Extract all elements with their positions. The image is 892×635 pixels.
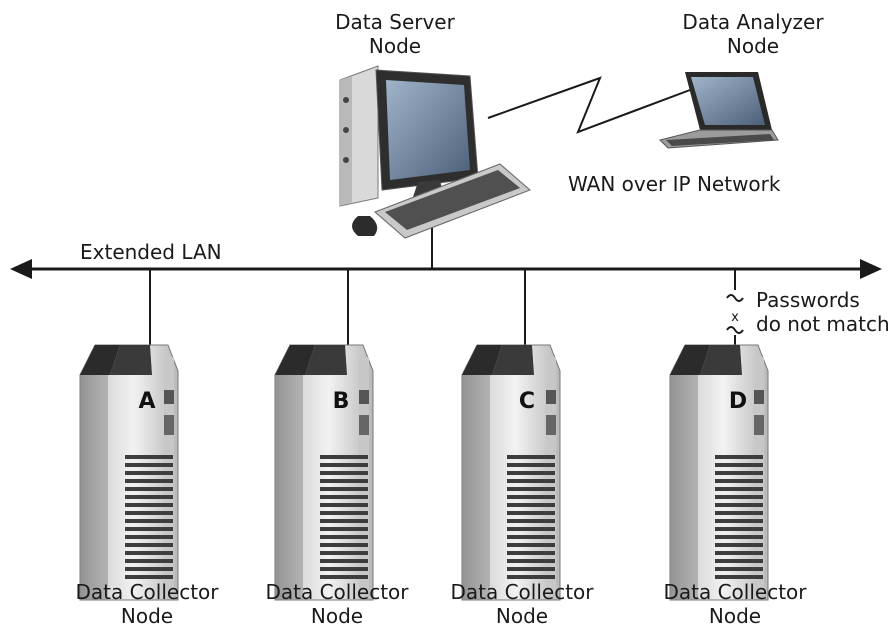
server-node-label-line2: Node (368, 34, 422, 58)
collector-a-label-line1: Data Collector (75, 580, 219, 604)
collector-b-label: Data Collector Node (252, 580, 422, 628)
collector-c-server-icon (461, 344, 561, 601)
collector-c-label-line2: Node (495, 604, 549, 628)
server-node-label-line1: Data Server (335, 10, 455, 34)
collector-c-label-line1: Data Collector (450, 580, 594, 604)
break-tilde-upper-icon (726, 294, 744, 302)
collector-c-letter: C (519, 389, 535, 414)
break-mark: x (731, 310, 739, 325)
password-note-line2: do not match (756, 312, 890, 336)
analyzer-node-label: Data Analyzer Node (668, 10, 838, 58)
collector-b-label-line2: Node (310, 604, 364, 628)
collector-a-server-icon (79, 344, 179, 601)
collector-d-label: Data Collector Node (650, 580, 820, 628)
collector-a-label: Data Collector Node (62, 580, 232, 628)
lan-label: Extended LAN (80, 240, 222, 264)
collector-d-label-line1: Data Collector (663, 580, 807, 604)
collector-d-label-line2: Node (708, 604, 762, 628)
lan-arrow-right-icon (860, 259, 882, 279)
collector-a-label-line2: Node (120, 604, 174, 628)
wan-link-line (487, 76, 691, 134)
password-mismatch-note: Passwords do not match (756, 288, 890, 336)
server-computer-icon (339, 65, 531, 239)
collector-b-server-icon (274, 344, 374, 601)
lan-arrow-left-icon (10, 259, 32, 279)
collector-d-letter: D (729, 389, 747, 414)
analyzer-node-label-line2: Node (726, 34, 780, 58)
break-tilde-lower-icon (726, 326, 744, 334)
collector-a-letter: A (138, 389, 155, 414)
server-node-label: Data Server Node (330, 10, 460, 58)
collector-b-label-line1: Data Collector (265, 580, 409, 604)
analyzer-laptop-icon (659, 72, 779, 149)
wan-label: WAN over IP Network (568, 172, 781, 196)
password-note-line1: Passwords (756, 288, 860, 312)
collector-d-server-icon (669, 344, 769, 601)
collector-c-label: Data Collector Node (437, 580, 607, 628)
collector-b-letter: B (333, 389, 350, 414)
analyzer-node-label-line1: Data Analyzer (682, 10, 824, 34)
